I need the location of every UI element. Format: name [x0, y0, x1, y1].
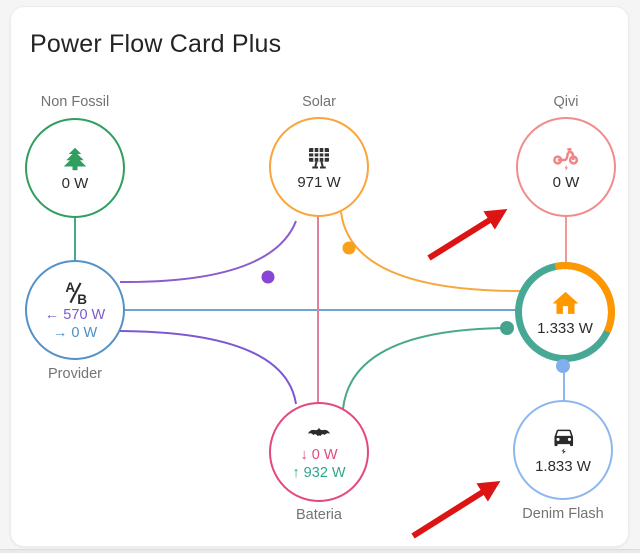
- card-title: Power Flow Card Plus: [30, 30, 282, 58]
- grid-return-value: → 0 W: [52, 324, 98, 341]
- solar-value: 971 W: [297, 174, 341, 191]
- ev-circle[interactable]: 1.833 W: [513, 400, 613, 500]
- page-bottom-divider: [0, 549, 640, 553]
- svg-text:B: B: [77, 291, 87, 305]
- ab-transformer-icon: A B: [65, 279, 87, 305]
- battery-label: Bateria: [296, 507, 342, 523]
- ev-label: Denim Flash: [522, 506, 604, 522]
- provider-circle[interactable]: A B ← 570 W → 0 W: [25, 260, 125, 360]
- nonfossil-label: Non Fossil: [40, 94, 110, 110]
- flow-line-provider-solar: [119, 220, 297, 284]
- qivi-value: 0 W: [552, 174, 580, 191]
- nonfossil-circle[interactable]: 0 W: [25, 118, 125, 218]
- bat-icon: [308, 427, 330, 437]
- home-value: 1.333 W: [537, 319, 593, 337]
- battery-discharge-value: ↑ 932 W: [292, 465, 346, 481]
- home-circle[interactable]: 1.333 W: [518, 265, 612, 359]
- flow-line-battery-home: [342, 327, 513, 410]
- provider-label: Provider: [48, 366, 102, 382]
- qivi-label: Qivi: [553, 94, 579, 110]
- nonfossil-value: 0 W: [61, 175, 89, 192]
- battery-circle[interactable]: ↓ 0 W ↑ 932 W: [269, 402, 369, 502]
- flow-line-solar-home: [340, 211, 521, 292]
- electric-car-icon: [553, 429, 573, 454]
- svg-text:A: A: [65, 279, 75, 294]
- flow-line-provider-battery: [119, 330, 297, 405]
- home-icon: [552, 291, 578, 314]
- pine-tree-icon: [63, 147, 87, 171]
- battery-charge-value: ↓ 0 W: [300, 447, 338, 463]
- solar-panel-icon: [309, 148, 329, 169]
- solar-circle[interactable]: 971 W: [269, 117, 369, 217]
- solar-label: Solar: [302, 94, 336, 110]
- grid-consumption-value: ← 570 W: [44, 306, 106, 323]
- ev-value: 1.833 W: [535, 457, 591, 475]
- qivi-circle[interactable]: 0 W: [516, 117, 616, 217]
- electric-moped-icon: [553, 148, 579, 172]
